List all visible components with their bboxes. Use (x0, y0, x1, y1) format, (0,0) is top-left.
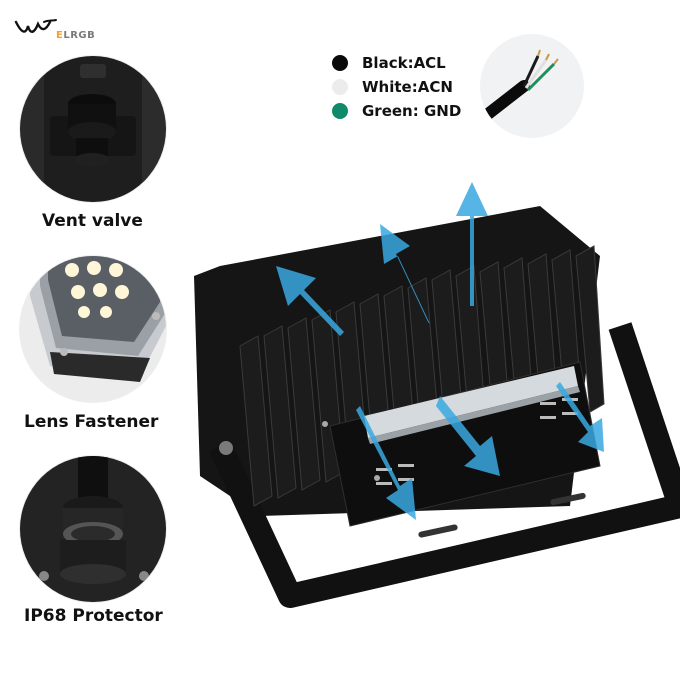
wiring-legend-green: Green: GND (332, 100, 461, 122)
ip68-protector-label: IP68 Protector (24, 606, 163, 626)
wiring-legend-black: Black:ACL (332, 52, 446, 74)
power-cable-photo (480, 34, 584, 138)
floodlight-heatsink-illustration (180, 176, 680, 616)
airflow-arrows-icon (276, 182, 604, 520)
logo-text-accent: E (56, 30, 64, 41)
green-wire-dot-icon (332, 103, 348, 119)
wiring-label-black: Black:ACL (362, 54, 446, 72)
logo-text: ELRGB (56, 30, 95, 41)
ip68-protector-photo (20, 456, 166, 602)
vent-valve-label: Vent valve (42, 211, 143, 231)
black-wire-dot-icon (332, 55, 348, 71)
vent-valve-photo (20, 56, 166, 202)
logo-wing-icon (14, 19, 57, 33)
lens-fastener-photo (20, 256, 166, 402)
wiring-label-green: Green: GND (362, 102, 462, 120)
wiring-legend-white: White:ACN (332, 76, 453, 98)
lens-fastener-label: Lens Fastener (24, 412, 159, 432)
brand-logo: ELRGB (14, 18, 95, 44)
white-wire-dot-icon (332, 79, 348, 95)
logo-text-rest: LRGB (63, 30, 96, 41)
wiring-label-white: White:ACN (362, 78, 453, 96)
